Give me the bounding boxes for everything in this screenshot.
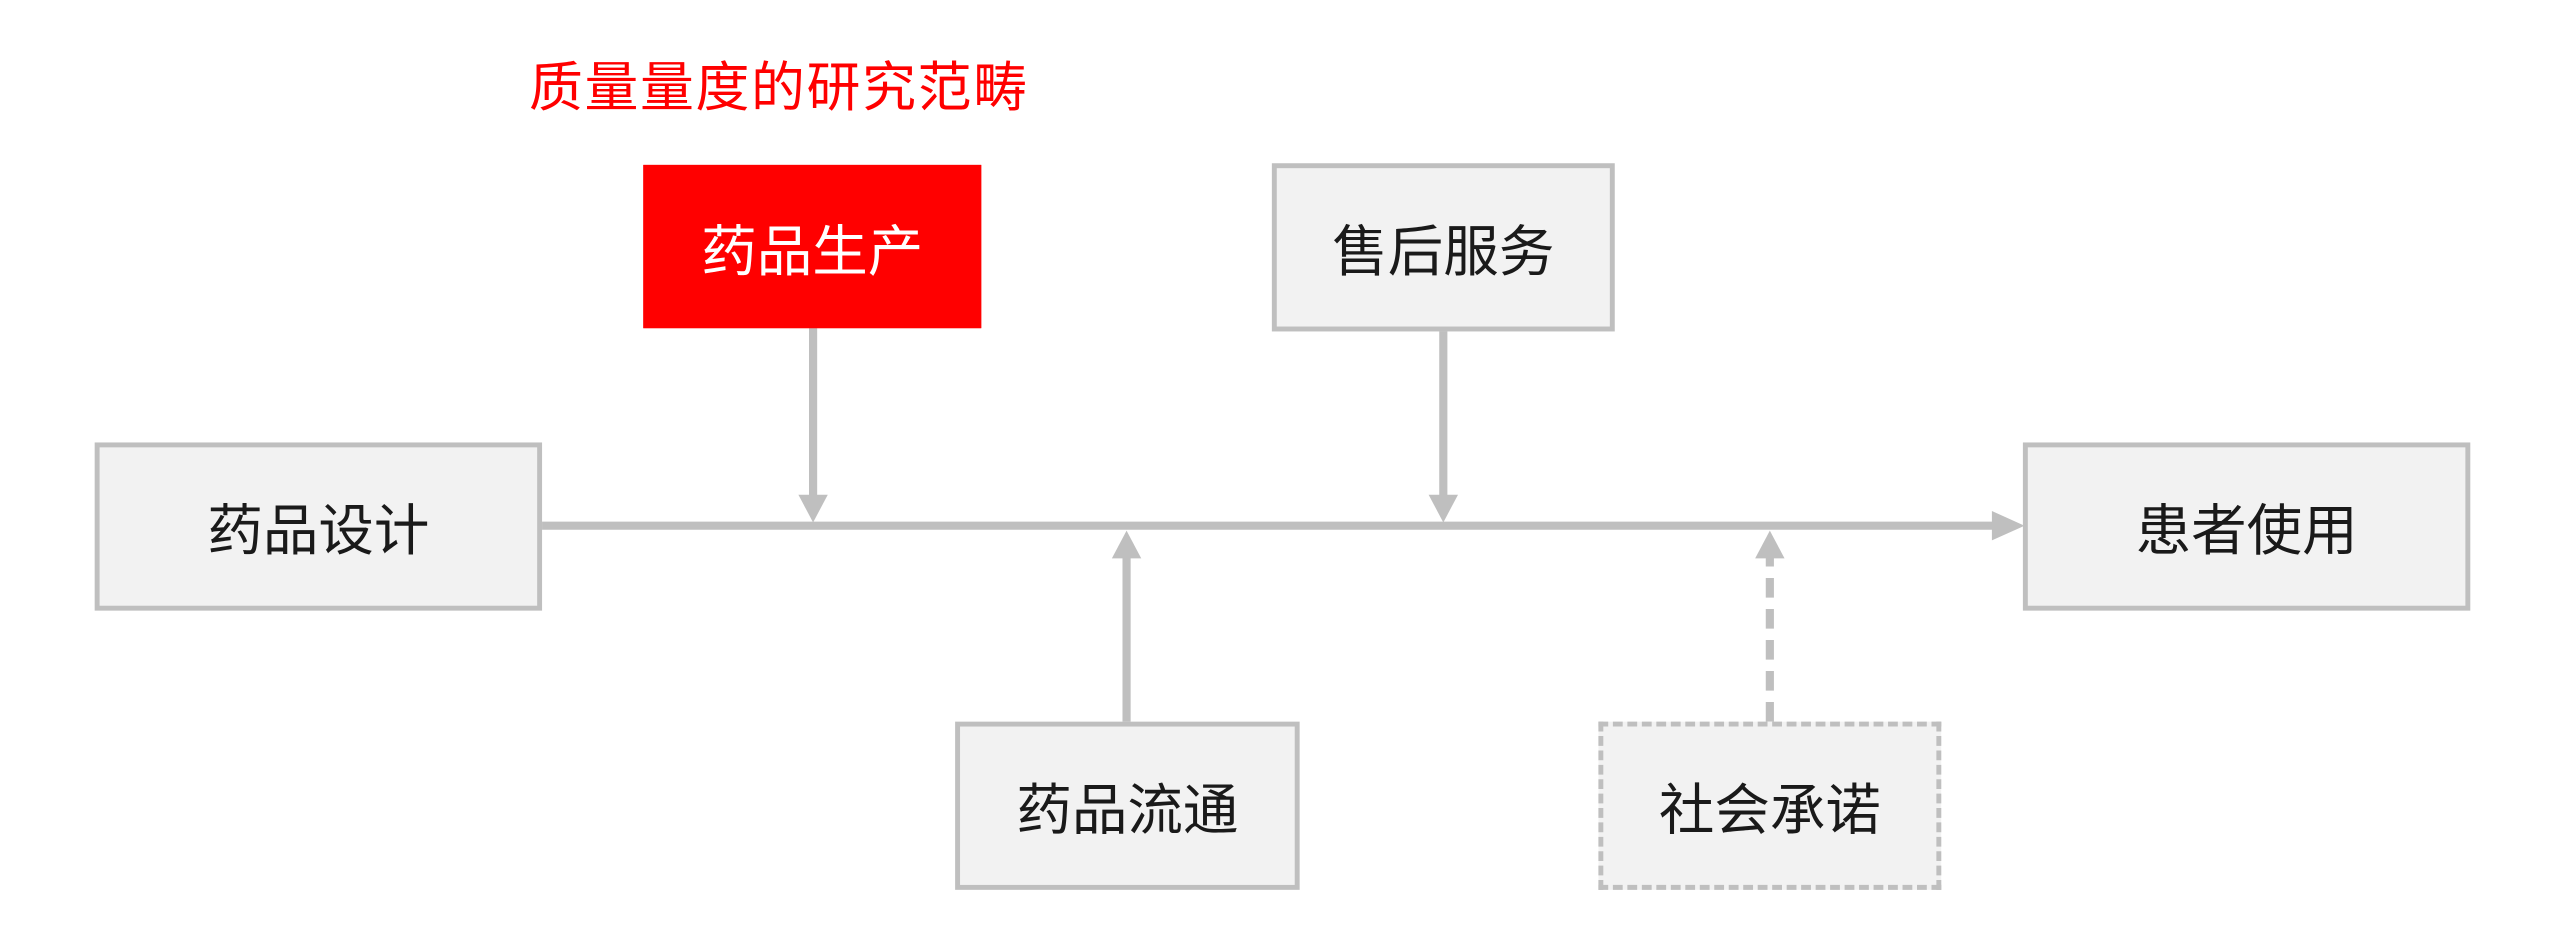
production-arrowhead <box>798 494 828 523</box>
node-drug-design[interactable]: 药品设计 <box>94 442 543 611</box>
node-drug-design-label: 药品设计 <box>207 499 430 565</box>
node-after-sales-service-label: 售后服务 <box>1332 220 1555 286</box>
node-drug-production-label: 药品生产 <box>701 219 924 285</box>
after-sales-arrowhead <box>1428 494 1459 523</box>
diagram-title: 质量量度的研究范畴 <box>528 55 1029 120</box>
social-arrowhead <box>1755 530 1785 559</box>
node-drug-circulation[interactable]: 药品流通 <box>955 721 1300 890</box>
circulation-arrowhead <box>1111 530 1142 559</box>
node-after-sales-service[interactable]: 售后服务 <box>1271 163 1615 332</box>
main-flow-arrowhead <box>1991 511 2025 541</box>
node-social-commitment-label: 社会承诺 <box>1658 778 1881 845</box>
node-drug-production[interactable]: 药品生产 <box>643 164 982 329</box>
node-patient-use-label: 患者使用 <box>2135 499 2358 565</box>
node-social-commitment[interactable]: 社会承诺 <box>1598 721 1942 890</box>
node-patient-use[interactable]: 患者使用 <box>2022 442 2471 611</box>
node-drug-circulation-label: 药品流通 <box>1016 778 1239 845</box>
